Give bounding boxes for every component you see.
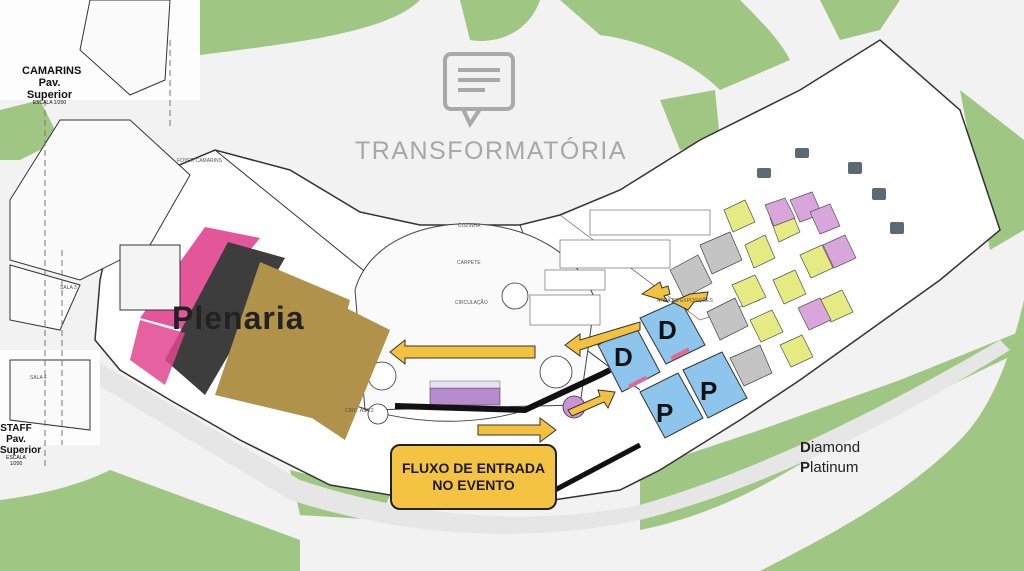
- staff-title: STAFF Pav. Superior ESCALA 1/200: [0, 423, 42, 467]
- tier-legend: Diamond Platinum: [800, 438, 860, 479]
- legend-platinum-initial: P: [800, 459, 811, 477]
- gray-booths: [669, 231, 773, 387]
- staff-subtitle-2: Superior: [0, 445, 42, 456]
- camarins-wing: [9, 119, 191, 331]
- room-sala-4: SALA 4: [30, 375, 47, 381]
- staff-scale: ESCALA 1/200: [6, 455, 26, 467]
- legend-diamond-rest: iamond: [810, 439, 861, 456]
- entry-flow-callout: FLUXO DE ENTRADA NO EVENTO: [390, 444, 557, 510]
- camarins-title-text: CAMARINS: [22, 65, 82, 77]
- booth-platinum-1: P: [656, 398, 674, 428]
- camarins-subtitle: Pav. Superior: [26, 77, 73, 102]
- staff-subtitle-1: Pav.: [6, 434, 26, 445]
- room-circulacao: CIRCULAÇÃO: [455, 300, 488, 306]
- legend-diamond-initial: D: [800, 439, 811, 456]
- purple-booths: [764, 191, 857, 331]
- plenaria-label: Plenaria: [172, 300, 305, 336]
- green-booths: [723, 199, 854, 368]
- brand-name: TRANSFORMATÓRIA: [355, 137, 628, 165]
- camarins-title: CAMARINS Pav. Superior ESCALA 1/200: [22, 65, 82, 107]
- premium-booths: [597, 299, 748, 439]
- room-sala-3: SALA 3: [60, 285, 77, 291]
- booth-diamond-2: D: [658, 315, 677, 345]
- dining-tables: [529, 209, 711, 326]
- legend-diamond: Diamond: [800, 438, 860, 458]
- booth-platinum-2: P: [700, 376, 718, 406]
- room-area-exposicoes: ÁREA DE EXPOSIÇÕES: [657, 298, 713, 304]
- legend-platinum-rest: latinum: [810, 459, 859, 477]
- flow-arrows: [389, 281, 709, 443]
- lounge-furniture: [757, 148, 904, 234]
- room-circ-asa: CIRC. ASA 2: [345, 408, 374, 414]
- booth-diamond-1: D: [614, 342, 633, 372]
- plenaria-seating: [130, 227, 390, 440]
- staff-title-text: STAFF: [0, 423, 32, 434]
- document-chat-icon: [443, 52, 515, 129]
- callout-line-2: NO EVENTO: [432, 477, 515, 493]
- callout-line-1: FLUXO DE ENTRADA: [401, 459, 546, 476]
- camarins-scale: ESCALA 1/200: [32, 100, 67, 107]
- legend-platinum: Platinum: [800, 458, 860, 478]
- room-carpete: CARPETE: [457, 260, 481, 266]
- room-cozinha: COZINHA: [458, 223, 481, 229]
- room-foyer: FOYER CAMARINS: [177, 158, 223, 164]
